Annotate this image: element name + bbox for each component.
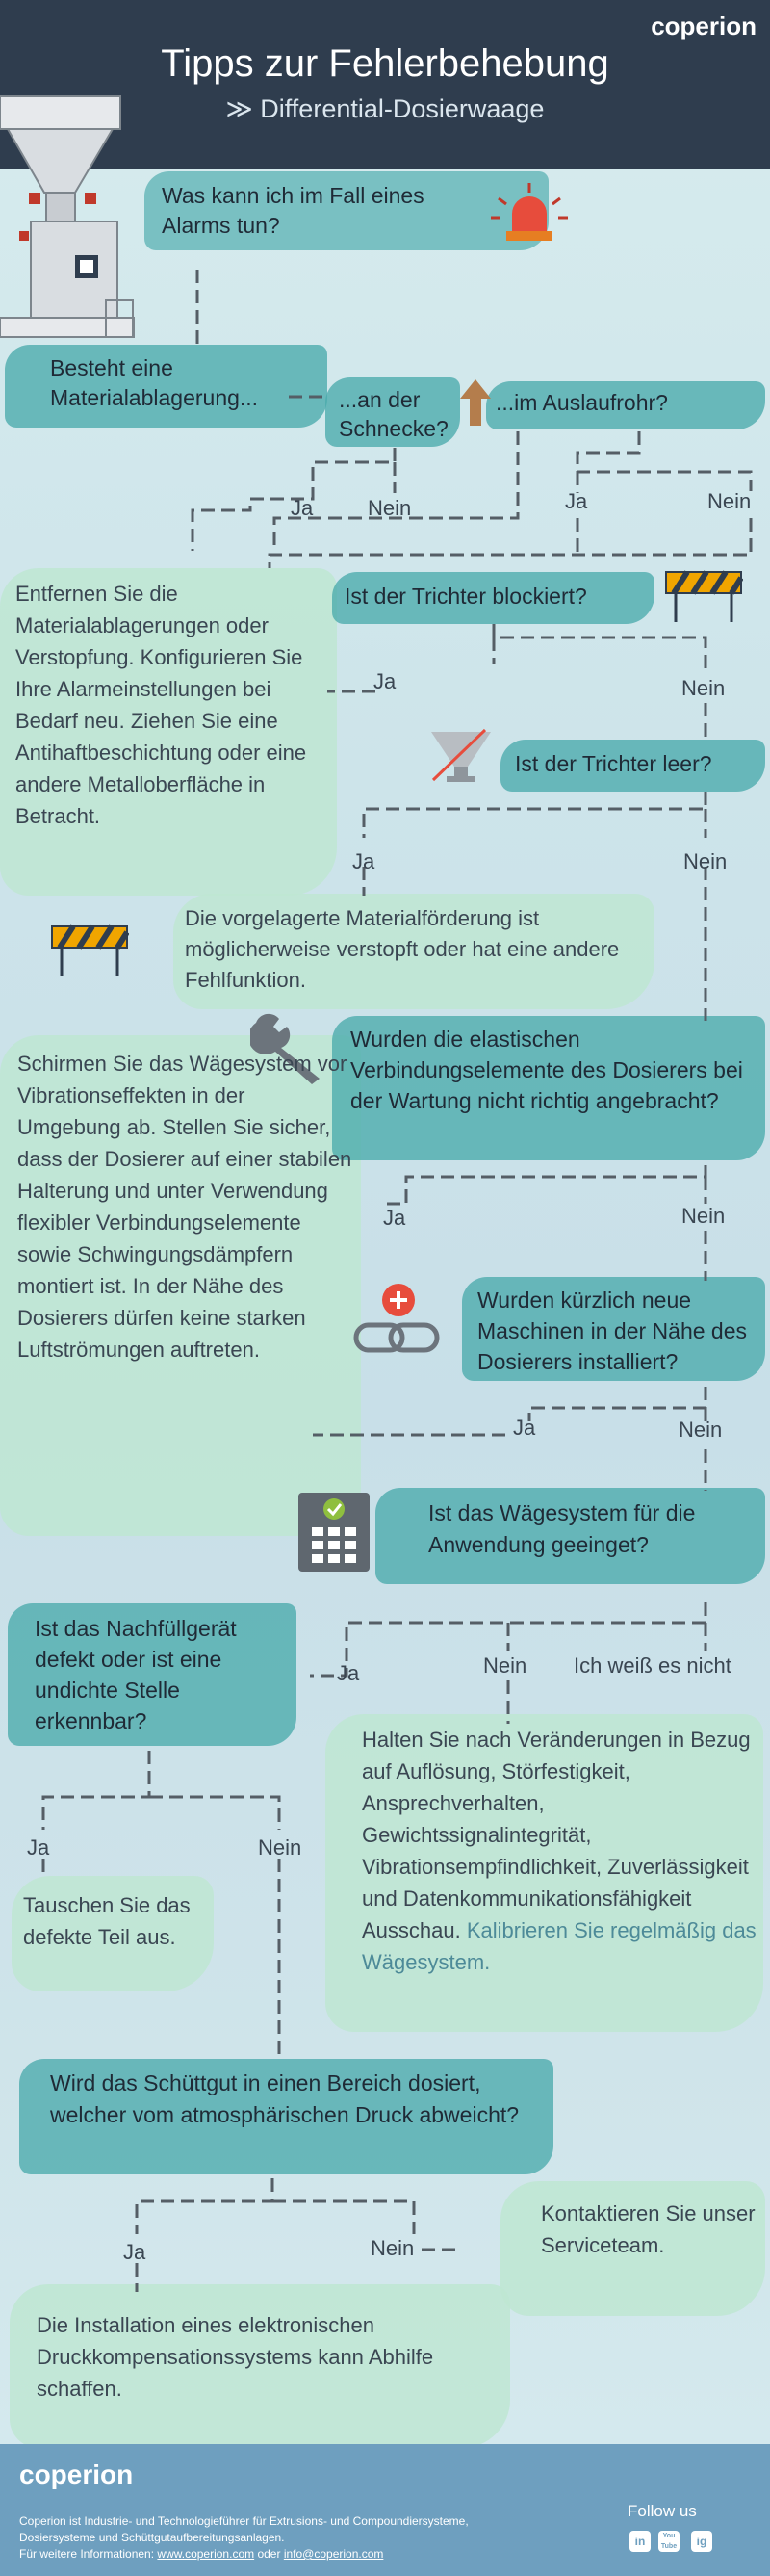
brush-weighing [375, 1488, 765, 1584]
question-refill: Ist das Nachfüllgerät defekt oder ist ei… [35, 1616, 237, 1733]
brush-hopper-empty [500, 740, 765, 792]
follow-us-label: Follow us [628, 2502, 697, 2520]
brush-shield [0, 1035, 361, 1536]
text-upstream: Die vorgelagerte Materialförderung ist m… [185, 906, 620, 992]
feeder-machine-icon [0, 95, 135, 338]
brush-compensation [10, 2284, 510, 2448]
label-yes-refill: Ja [27, 1835, 50, 1860]
wrench-icon [250, 1013, 320, 1084]
label-no-blocked: Nein [681, 676, 726, 700]
footer-text: Coperion ist Industrie- und Technologief… [19, 2513, 597, 2563]
label-no-pressure: Nein [371, 2236, 415, 2260]
alarm-light-icon [491, 183, 568, 241]
new-machine-icon [353, 1284, 440, 1353]
question-pressure: Wird das Schüttgut in einen Bereich dosi… [50, 2070, 520, 2127]
label-yes-empty: Ja [352, 849, 375, 873]
footer-line-3-prefix: Für weitere Informationen: [19, 2547, 158, 2561]
question-outlet: ...im Auslaufrohr? [496, 390, 668, 415]
text-check-main: Halten Sie nach Veränderungen in Bezug a… [362, 1728, 751, 1942]
question-alarm: Was kann ich im Fall eines Alarms tun? [162, 183, 424, 238]
label-yes-flex: Ja [383, 1206, 406, 1230]
brush-material [5, 345, 327, 428]
text-replace-part: Tauschen Sie das defekte Teil aus. [23, 1893, 191, 1949]
brush-flex [332, 1016, 765, 1160]
brush-upstream [173, 894, 654, 1009]
label-yes-blocked: Ja [373, 669, 397, 693]
label-yes-outlet: Ja [565, 489, 588, 513]
question-flex-connectors: Wurden die elastischen Verbindungselemen… [350, 1027, 743, 1113]
label-yes-pressure: Ja [123, 2240, 146, 2264]
footer-line-2: Dosiersysteme und Schüttgutaufbereitungs… [19, 2531, 285, 2544]
header [0, 0, 770, 169]
brand-logo: coperion [651, 12, 757, 40]
text-remove-deposits: Entfernen Sie die Materialablagerungen o… [15, 582, 307, 828]
question-screw: ...an der Schnecke? [339, 387, 449, 441]
brush-hopper-blocked [332, 572, 654, 624]
footer-line-3: Für weitere Informationen: www.coperion.… [19, 2546, 597, 2563]
brush-screw [325, 377, 460, 447]
brush-check [325, 1714, 763, 2032]
text-compensation: Die Installation eines elektronischen Dr… [37, 2313, 434, 2401]
footer-website-link[interactable]: www.coperion.com [157, 2547, 255, 2561]
brush-replace [12, 1876, 214, 1991]
label-yes-machines: Ja [513, 1416, 536, 1440]
youtube-icon[interactable]: You Tube [658, 2531, 680, 2552]
footer-email-link[interactable]: info@coperion.com [283, 2547, 384, 2561]
label-no-empty: Nein [683, 849, 728, 873]
text-check-weighing: Halten Sie nach Veränderungen in Bezug a… [362, 1724, 766, 1978]
brush-refill [8, 1603, 296, 1746]
brush-new-machines [462, 1277, 765, 1381]
footer-brand-logo: coperion [19, 2459, 134, 2489]
brush-alarm [144, 171, 549, 250]
brush-pressure [19, 2059, 553, 2174]
question-hopper-empty: Ist der Trichter leer? [515, 751, 712, 776]
text-calibrate: Kalibrieren Sie regelmäßig das Wägesyste… [362, 1918, 757, 1974]
question-weighing-system: Ist das Wägesystem für die Anwendung gee… [428, 1500, 696, 1557]
label-no-outlet: Nein [707, 489, 752, 513]
brush-remove [0, 568, 337, 896]
brush-contact [500, 2181, 765, 2316]
label-no-refill: Nein [258, 1835, 302, 1860]
brush-outlet [486, 381, 765, 429]
label-yes-weighing: Ja [337, 1661, 360, 1685]
scale-terminal-icon [298, 1493, 370, 1572]
text-shield: Schirmen Sie das Wägesystem vor Vibratio… [17, 1052, 352, 1362]
arrow-up-icon [460, 379, 491, 426]
text-contact: Kontaktieren Sie unser Serviceteam. [541, 2201, 756, 2257]
footer-or: oder [254, 2547, 284, 2561]
page-title: Tipps zur Fehlerbehebung [161, 42, 609, 85]
label-no-flex: Nein [681, 1204, 726, 1228]
barrier-icon-2 [51, 924, 129, 976]
barrier-icon [665, 570, 743, 622]
question-new-machines: Wurden kürzlich neue Maschinen in der Nä… [477, 1288, 747, 1374]
label-dont-know-weighing: Ich weiß es nicht [574, 1653, 732, 1678]
empty-hopper-icon [431, 728, 491, 782]
question-hopper-blocked: Ist der Trichter blockiert? [345, 584, 587, 609]
page-subtitle: ≫ Differential-Dosierwaage [225, 94, 545, 123]
footer-line-1: Coperion ist Industrie- und Technologief… [19, 2514, 469, 2528]
label-no-screw: Nein [368, 496, 412, 520]
footer [0, 2444, 770, 2576]
question-material: Besteht eine Materialablagerung... [50, 355, 259, 410]
label-yes-screw: Ja [291, 496, 314, 520]
instagram-icon[interactable]: ig [691, 2531, 712, 2552]
label-no-weighing: Nein [483, 1653, 527, 1678]
linkedin-icon[interactable]: in [629, 2531, 651, 2552]
label-no-machines: Nein [679, 1418, 723, 1442]
